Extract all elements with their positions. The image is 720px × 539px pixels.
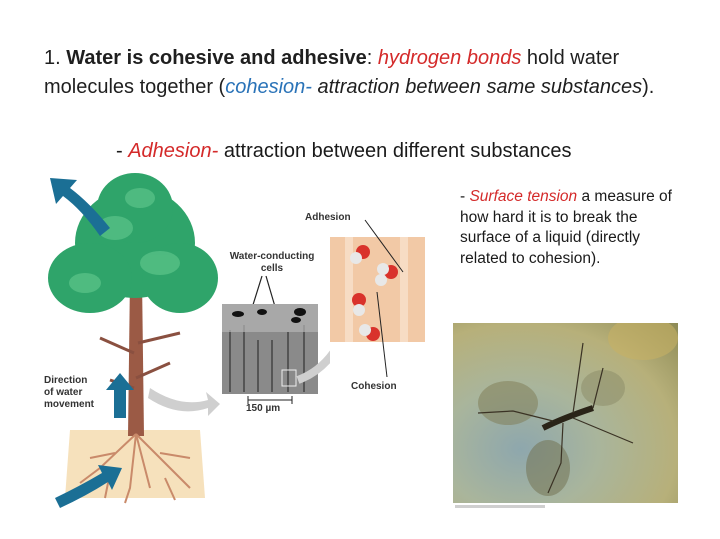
cohesion-definition: attraction between same substances <box>311 76 643 98</box>
adhesion-label: Adhesion <box>305 212 351 223</box>
label-line: cells <box>260 263 284 274</box>
heading-end: ). <box>642 76 655 98</box>
cohesion-label: Cohesion <box>351 381 397 392</box>
sem-xylem-image <box>222 275 330 404</box>
heading-bold: Water is cohesive and adhesive <box>66 47 367 69</box>
label-line: Direction <box>44 375 88 386</box>
cohesion-term: cohesion- <box>225 76 312 98</box>
tree-illustration <box>48 173 220 508</box>
dash: - <box>116 140 129 162</box>
surface-tension-text: - Surface tension a measure of how hard … <box>460 187 690 269</box>
water-strider-photo <box>453 323 678 503</box>
photo-caption <box>455 505 545 508</box>
adhesion-definition: attraction between different substances <box>218 140 572 162</box>
scale-bar-label: 150 µm <box>246 403 281 414</box>
water-conducting-cells-label: Water-conducting cells <box>222 251 322 275</box>
water-strider-icon <box>477 323 678 496</box>
label-line: movement <box>44 399 95 410</box>
surface-tension-term: Surface tension <box>469 188 578 205</box>
direction-label: Direction of water movement <box>44 375 94 411</box>
label-line: of water <box>44 387 83 398</box>
heading-text: hold water molecules together ( <box>44 47 620 98</box>
water-molecule-panel <box>330 219 425 378</box>
hydrogen-bonds-term: hydrogen bonds <box>377 47 522 69</box>
label-line: Water-conducting <box>229 251 315 262</box>
colon: : <box>366 47 373 69</box>
slide-heading: 1. Water is cohesive and adhesive: hydro… <box>44 44 684 102</box>
surface-tension-definition: a measure of how hard it is to break the… <box>460 188 672 267</box>
adhesion-line: - Adhesion- attraction between different… <box>116 137 571 166</box>
item-number: 1. <box>44 47 61 69</box>
dash: - <box>460 188 470 205</box>
adhesion-term: Adhesion- <box>128 140 219 162</box>
